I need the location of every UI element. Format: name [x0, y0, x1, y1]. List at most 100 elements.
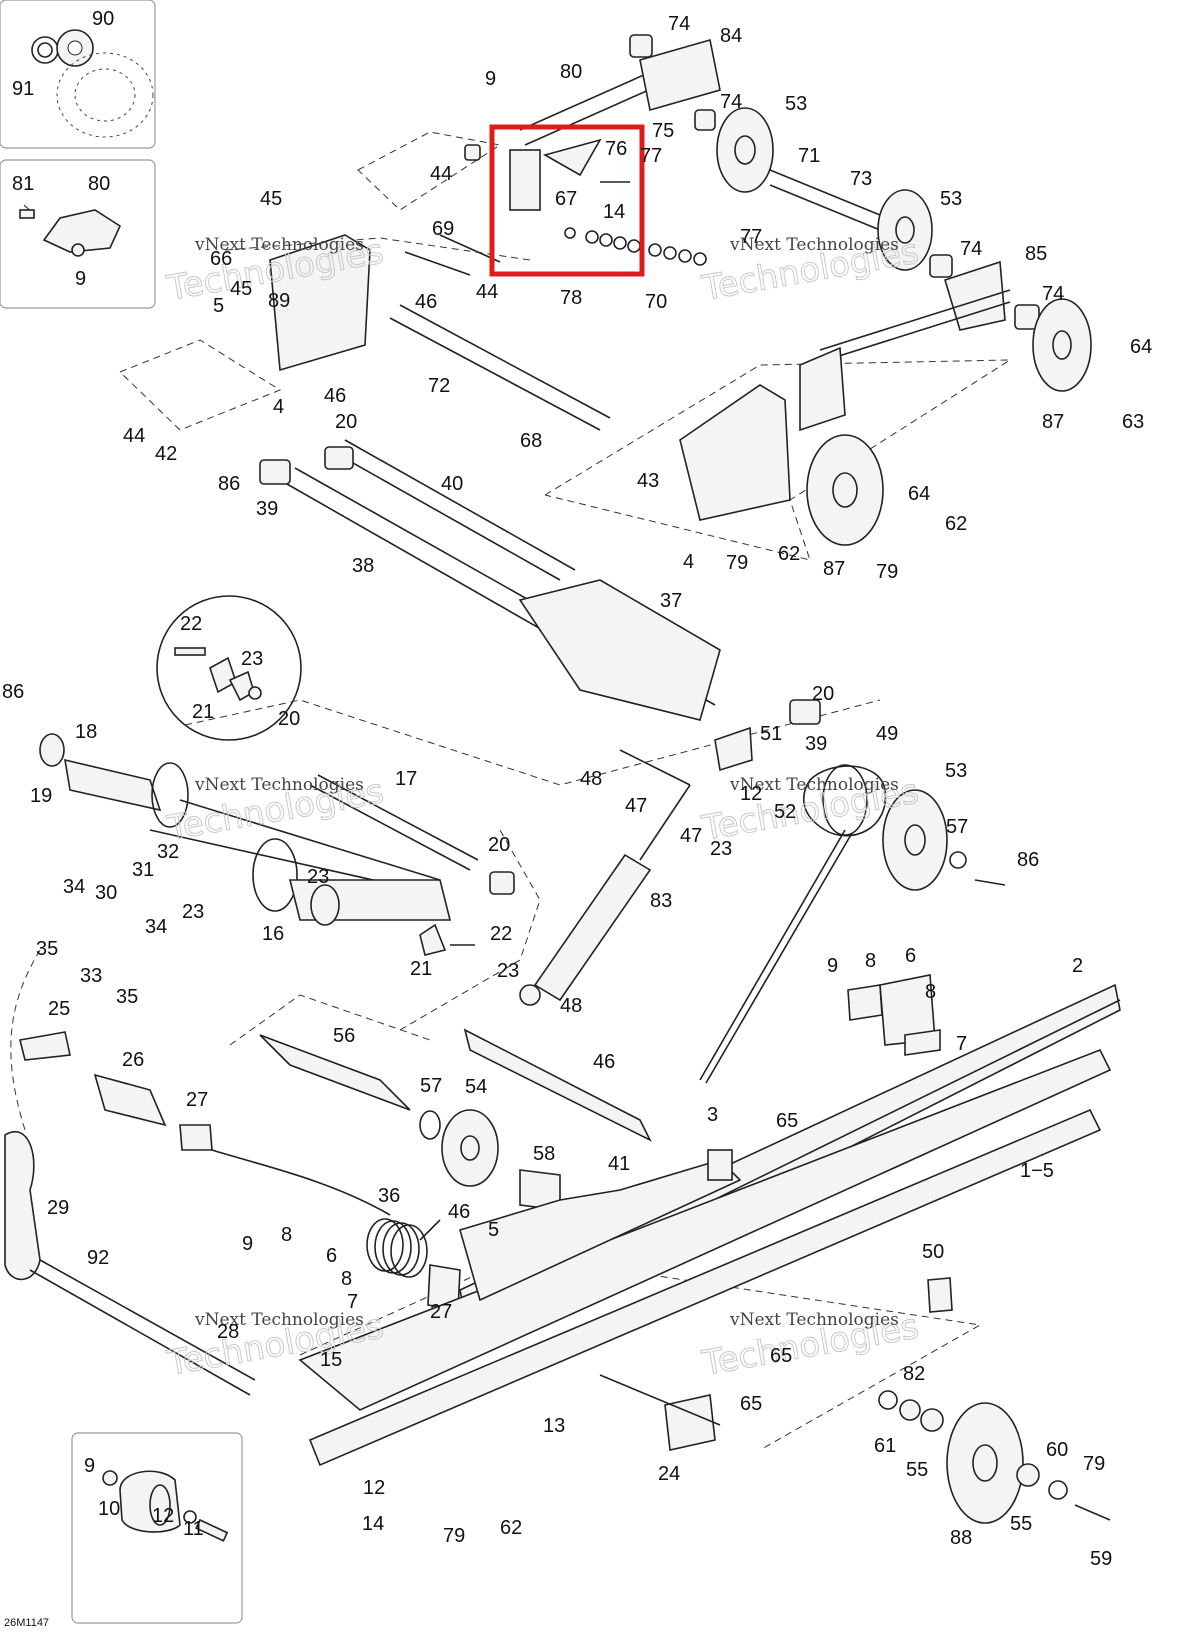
callout-16: 16	[262, 923, 284, 945]
center-arm-assembly	[259, 439, 1006, 1084]
callout-89: 89	[268, 290, 290, 312]
callout-85: 85	[1025, 243, 1047, 265]
callout-8-a: 8	[865, 950, 876, 972]
callout-31: 31	[132, 859, 154, 881]
shock-absorber	[519, 784, 691, 1006]
callout-8-b: 8	[925, 981, 936, 1003]
callout-34-a: 34	[63, 876, 85, 898]
inset-box-top-left	[0, 0, 156, 149]
slide-rails	[298, 983, 1121, 1467]
inset-box-bottom-left	[71, 1432, 243, 1624]
callout-62-c: 62	[500, 1517, 522, 1539]
callout-53-a: 53	[785, 93, 807, 115]
watermark-5: vNext Technologies	[194, 1310, 364, 1330]
callout-35-a: 35	[36, 938, 58, 960]
diagram-code: 26M1147	[4, 1617, 49, 1629]
callout-60: 60	[1046, 1439, 1068, 1461]
callout-25: 25	[48, 998, 70, 1020]
callout-9-b: 9	[485, 68, 496, 90]
callout-65-b: 65	[770, 1345, 792, 1367]
callout-24: 24	[658, 1463, 680, 1485]
callout-63: 63	[1122, 411, 1144, 433]
callouts: 90 91 81 80 9 74 84 80 9 74 53 75 76 77 …	[2, 8, 1152, 1570]
callout-36: 36	[378, 1185, 400, 1207]
callout-41: 41	[608, 1153, 630, 1175]
callout-30: 30	[95, 882, 117, 904]
callout-57-b: 57	[420, 1075, 442, 1097]
callout-47-a: 47	[625, 795, 647, 817]
highlight-box	[489, 124, 645, 277]
watermark-2: vNext Technologies	[729, 235, 899, 255]
callout-71: 71	[798, 145, 820, 167]
callout-86-a: 86	[218, 473, 240, 495]
washer-stack	[564, 227, 707, 266]
callout-23-c: 23	[307, 866, 329, 888]
callout-44-a: 44	[430, 163, 452, 185]
callout-43: 43	[637, 470, 659, 492]
callout-23-a: 23	[241, 648, 263, 670]
callout-5-a: 5	[213, 295, 224, 317]
callout-14-a: 14	[603, 201, 625, 223]
callout-75: 75	[652, 120, 674, 142]
callout-91: 91	[12, 78, 34, 100]
callout-50: 50	[922, 1241, 944, 1263]
callout-78: 78	[560, 287, 582, 309]
callout-22-a: 22	[180, 613, 202, 635]
callout-48-a: 48	[580, 768, 602, 790]
callout-20-d: 20	[488, 834, 510, 856]
callout-80: 80	[560, 61, 582, 83]
callout-84: 84	[720, 25, 742, 47]
callout-62-b: 62	[778, 543, 800, 565]
callout-21-a: 21	[192, 701, 214, 723]
callout-40: 40	[441, 473, 463, 495]
callout-79-d: 79	[443, 1525, 465, 1547]
callout-8-c: 8	[281, 1224, 292, 1246]
callout-74-d: 74	[1042, 283, 1064, 305]
callout-51: 51	[760, 723, 782, 745]
callout-68: 68	[520, 430, 542, 452]
callout-4-b: 4	[683, 551, 694, 573]
callout-27-b: 27	[430, 1301, 452, 1323]
callout-49: 49	[876, 723, 898, 745]
callout-42: 42	[155, 443, 177, 465]
callout-62-a: 62	[945, 513, 967, 535]
callout-64-a: 64	[1130, 336, 1152, 358]
callout-9-d: 9	[242, 1233, 253, 1255]
callout-32: 32	[157, 841, 179, 863]
callout-34-b: 34	[145, 916, 167, 938]
callout-56: 56	[333, 1025, 355, 1047]
upper-rear-assembly	[269, 34, 1092, 546]
callout-74-b: 74	[720, 91, 742, 113]
callout-9-inset: 9	[75, 268, 86, 290]
callout-55-b: 55	[1010, 1513, 1032, 1535]
front-arm-assembly	[39, 733, 515, 956]
watermark-4: vNext Technologies	[729, 775, 899, 795]
callout-10: 10	[98, 1498, 120, 1520]
callout-67: 67	[555, 188, 577, 210]
detail-circle	[156, 595, 302, 741]
callout-15: 15	[320, 1349, 342, 1371]
callout-52: 52	[774, 801, 796, 823]
callout-17: 17	[395, 768, 417, 790]
callout-54: 54	[465, 1076, 487, 1098]
callout-4-a: 4	[273, 396, 284, 418]
watermark-3: vNext Technologies	[194, 775, 364, 795]
callout-79-b: 79	[876, 561, 898, 583]
callout-72: 72	[428, 375, 450, 397]
callout-65-c: 65	[740, 1393, 762, 1415]
callout-79-a: 79	[726, 552, 748, 574]
callout-74-c: 74	[960, 238, 982, 260]
callout-5-b: 5	[488, 1219, 499, 1241]
callout-90: 90	[92, 8, 114, 30]
inset-box-mid-left	[0, 159, 156, 309]
callout-26: 26	[122, 1049, 144, 1071]
callout-39-a: 39	[256, 498, 278, 520]
callout-9-e: 9	[84, 1455, 95, 1477]
callout-53-b: 53	[940, 188, 962, 210]
callout-73: 73	[850, 168, 872, 190]
callout-6-b: 6	[326, 1245, 337, 1267]
callout-74-a: 74	[668, 13, 690, 35]
callout-8-d: 8	[341, 1268, 352, 1290]
callout-82: 82	[903, 1363, 925, 1385]
